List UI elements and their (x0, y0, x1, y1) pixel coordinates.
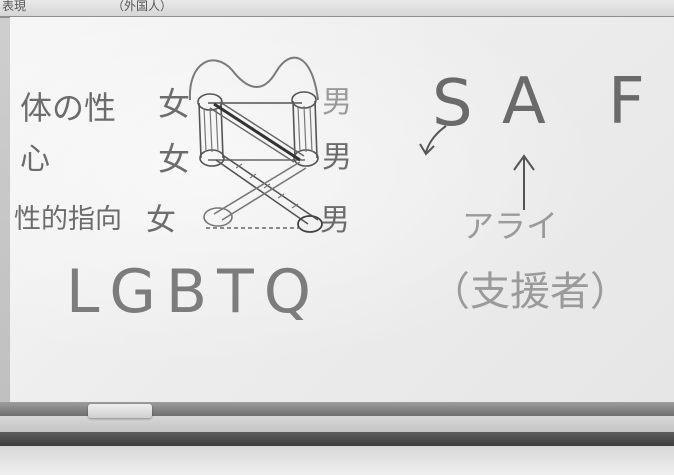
board-rail (0, 432, 674, 446)
board-glare (10, 17, 674, 402)
saf-letter-s: S (432, 67, 473, 141)
male-symbol-row1: 男 (322, 85, 352, 120)
top-strip-left-text: 表現 (2, 0, 27, 13)
top-strip-mid-text: （外国人） (112, 0, 173, 13)
female-symbol-row2: 女 (158, 140, 191, 178)
wavy-line (188, 56, 319, 101)
saf-letter-a: A (502, 65, 546, 139)
row-label-sexual-orientation: 性的指向 (14, 204, 122, 235)
whiteboard-tray (0, 402, 674, 416)
diagonal-body-to-mind (209, 101, 305, 163)
saf-letter-f: F (608, 65, 645, 139)
lgbtq-text: LGBTQ (66, 257, 321, 327)
cross-mind-to-orientation (203, 155, 323, 233)
male-symbol-row3: 男 (320, 203, 350, 238)
right-pillar (291, 91, 319, 167)
left-pillar (197, 93, 225, 167)
male-symbol-row2: 男 (322, 140, 352, 175)
female-symbol-row3: 女 (146, 203, 176, 238)
supporter-label: （支援者） (430, 269, 630, 315)
whiteboard (10, 17, 674, 402)
wall-below (0, 446, 674, 475)
row-label-mind: 心 (20, 142, 50, 177)
ally-arrow-icon (513, 154, 535, 210)
row-label-body-sex: 体の性 (20, 89, 117, 127)
whiteboard-eraser (88, 404, 152, 418)
curved-arrow-to-s (425, 125, 447, 153)
ally-label: アライ (462, 207, 559, 245)
female-symbol-row1: 女 (158, 85, 191, 123)
